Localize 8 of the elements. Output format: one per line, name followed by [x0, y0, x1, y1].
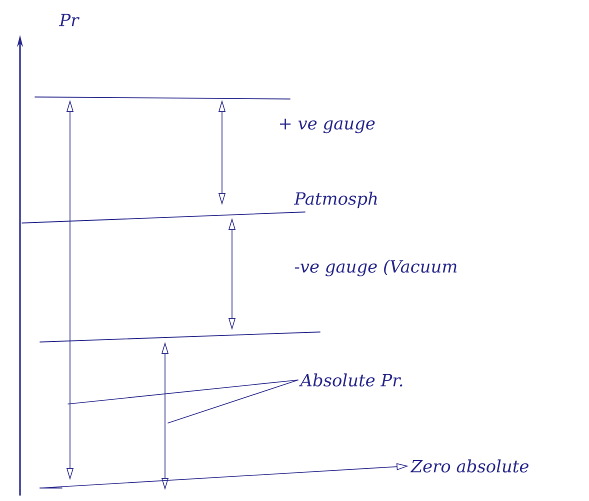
handwritten-label: + ve gauge [280, 118, 375, 134]
leader-line [68, 380, 298, 404]
leader-line [168, 380, 298, 424]
handwritten-text: Zero absolute [410, 459, 528, 473]
handwritten-text: Absolute Pr. [298, 373, 402, 387]
handwritten-label: -ve gauge (Vacuum [294, 260, 457, 276]
handwritten-label: Patmosph [294, 192, 377, 208]
axis-label: Pr [58, 14, 80, 26]
